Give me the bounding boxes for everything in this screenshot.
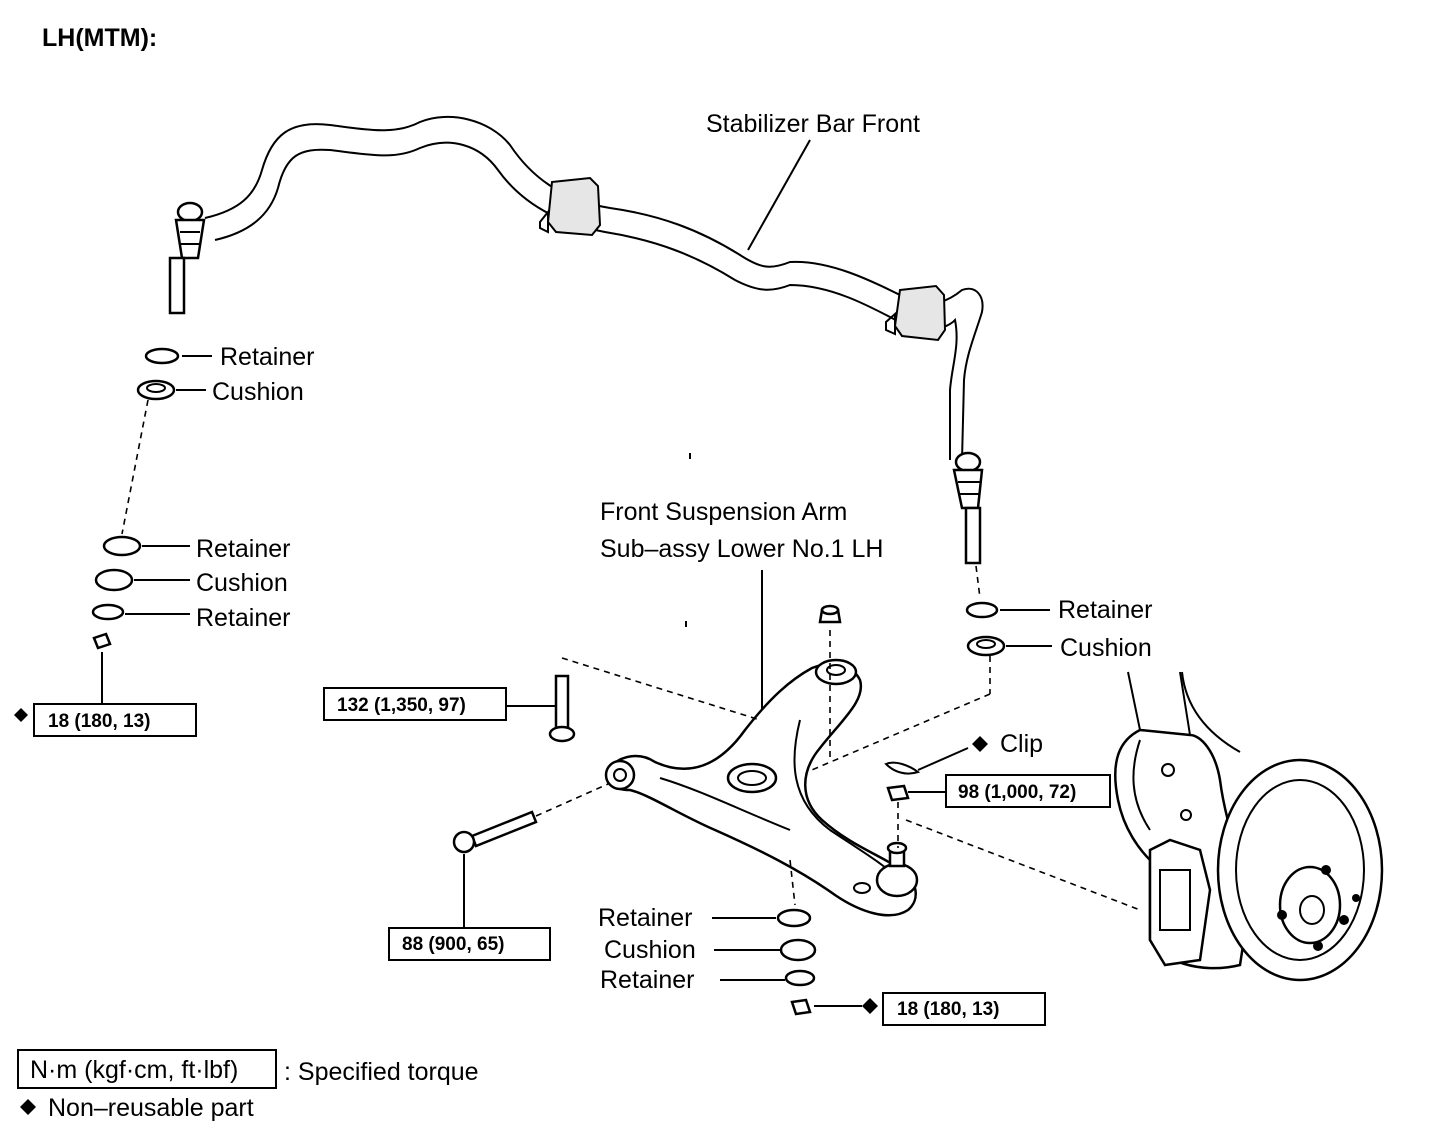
torque-box-arm-bolt-rear [388, 927, 551, 961]
legend-torque-desc: : Specified torque [284, 1058, 479, 1086]
label-retainer-left-bottom: Retainer [196, 604, 291, 632]
legend-torque-unit: N·m (kgf·cm, ft·lbf) [30, 1056, 238, 1084]
label-cushion-left-mid: Cushion [196, 569, 288, 597]
legend-torque-box [17, 1049, 277, 1089]
label-stabilizer-bar: Stabilizer Bar Front [706, 110, 920, 138]
torque-ball-joint-nut: 98 (1,000, 72) [958, 782, 1076, 803]
torque-arm-bolt-rear: 88 (900, 65) [402, 934, 504, 955]
stabilizer-bar [168, 115, 984, 565]
torque-box-link-nut-left [33, 703, 197, 737]
lower-suspension-arm [604, 630, 919, 917]
diagram-title: LH(MTM): [42, 24, 157, 52]
label-lower-arm-line1: Front Suspension Arm [600, 498, 847, 526]
lower-link-hardware [776, 908, 817, 1016]
torque-box-arm-bolt-front [323, 687, 507, 721]
clip-and-nut [884, 747, 1141, 911]
diamond-icon [20, 1099, 36, 1115]
label-retainer-lower-top: Retainer [598, 904, 693, 932]
label-retainer-lower-bottom: Retainer [600, 966, 695, 994]
label-cushion-lower: Cushion [604, 936, 696, 964]
torque-box-link-nut-bottom [882, 992, 1046, 1026]
torque-link-nut-bottom: 18 (180, 13) [897, 999, 999, 1020]
left-link-hardware [91, 347, 180, 706]
label-cushion-right: Cushion [1060, 634, 1152, 662]
label-retainer-left-mid: Retainer [196, 535, 291, 563]
diamond-icon [972, 736, 988, 752]
diamond-icon [14, 708, 28, 722]
torque-link-nut-left: 18 (180, 13) [48, 711, 150, 732]
label-clip: Clip [1000, 730, 1043, 758]
arm-front-bolt [548, 604, 842, 743]
label-retainer-left-top: Retainer [220, 343, 315, 371]
legend-non-reusable: Non–reusable part [48, 1094, 254, 1122]
torque-box-ball-joint-nut [945, 774, 1111, 808]
torque-arm-bolt-front: 132 (1,350, 97) [337, 695, 466, 716]
label-retainer-right: Retainer [1058, 596, 1153, 624]
right-link-hardware [799, 565, 1006, 776]
steering-knuckle-assembly [1114, 671, 1384, 982]
diamond-icon [862, 998, 878, 1014]
label-lower-arm-line2: Sub–assy Lower No.1 LH [600, 535, 883, 563]
arm-rear-bolt [452, 783, 609, 928]
label-cushion-left-top: Cushion [212, 378, 304, 406]
leader-stabilizer-bar [747, 139, 811, 251]
